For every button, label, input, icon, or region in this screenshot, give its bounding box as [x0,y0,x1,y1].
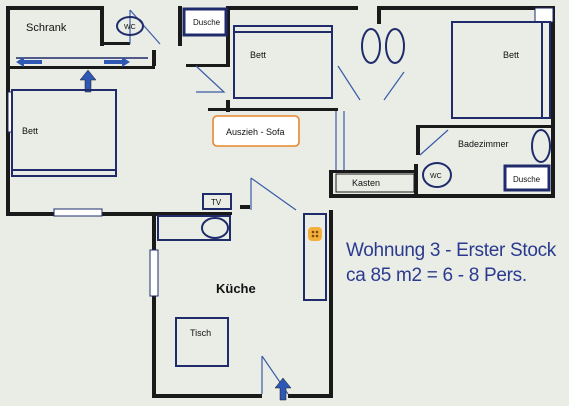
wall-top-middle [228,6,358,10]
window-bottom-left [53,208,103,217]
outer-walls [6,6,555,398]
wall-kitchen-right-upper [329,170,333,198]
wall-top-left [6,6,100,10]
schrank-label: Schrank [26,22,67,34]
wall-kasten-right [414,164,418,196]
title-line-1: Wohnung 3 - Erster Stock [346,240,556,261]
schrank-arrow-right-icon [104,57,130,67]
bed-right: Bett [451,21,551,119]
schrank-area: Schrank [16,22,148,93]
wall-kitchen-bottom-right [288,394,333,398]
bed-left: Bett [11,89,117,177]
badezimmer-label: Badezimmer [458,139,509,149]
wall-kitchen-top [152,212,232,215]
bed-middle-label: Bett [250,50,267,60]
wc-top-toilet-icon [116,16,144,36]
bathroom: Badezimmer WC Dusche [422,129,551,192]
wall-bottom-right [331,194,555,198]
stove-icon [308,227,322,241]
wall-schrank-bottom [10,66,155,69]
wall-kitchen-bottom-left [152,394,262,398]
windows [7,7,554,297]
dusche-top: Dusche [182,7,228,37]
wall-bed-middle-lower [226,100,230,112]
stove-burner-icon [311,230,315,234]
wall-wc-base [100,42,130,45]
kitchen-counter [303,213,327,301]
wall-kitchen-right [329,210,333,398]
dusche-top-box [182,7,228,37]
sofa-box[interactable] [212,115,300,147]
bed-right-headboard [541,21,551,119]
door-hall-right[interactable] [383,71,405,101]
title-line-2: ca 85 m2 = 6 - 8 Pers. [346,265,527,286]
hall-ovals [361,28,405,64]
wall-wc-left [100,6,104,46]
wall-kitchen-left [152,212,156,397]
door-hall-left[interactable] [337,65,361,101]
hall-oval-right-icon [385,28,405,64]
wall-right [551,6,555,196]
door-bed-middle[interactable] [195,65,226,93]
wall-kasten-top [331,170,417,173]
dusche-right-label: Dusche [513,175,541,184]
schrank-arrow-left-icon [16,57,42,67]
bed-right-frame [451,21,551,119]
stove-burner-icon [311,234,315,238]
kasten-label: Kasten [352,178,380,188]
bath-sink-icon [531,129,551,163]
bed-middle-headboard [233,25,333,33]
bed-right-label: Bett [503,50,520,60]
bed-left-footboard [11,169,117,177]
sofa: Auszieh - Sofa [212,115,300,147]
hall-oval-left-icon [361,28,381,64]
wall-wc-bottom [152,50,156,66]
stove-burner-icon [315,230,319,234]
kasten: Kasten [335,173,415,193]
window-kitchen [149,249,159,297]
tisch-box [175,317,229,367]
bed-middle-frame [233,25,333,99]
wall-bed-middle-step [186,64,230,67]
dusche-top-label: Dusche [193,18,221,27]
tisch-label: Tisch [190,328,211,338]
sofa-kitchen [157,215,231,241]
wall-bath-top [419,125,555,128]
bed-left-label: Bett [22,126,39,136]
wall-right-room-top [377,6,381,24]
dusche-right-box [503,164,551,192]
kasten-box [335,173,415,193]
wall-bath-left [416,125,420,155]
entrance-arrow-up-icon [274,377,292,401]
wc-top: WC [116,16,144,36]
entry-arrow-up-icon [79,69,97,93]
door-wc-swing[interactable] [129,9,161,45]
wall-bed-middle-bottom [208,108,338,111]
tv-label: TV [211,198,222,207]
kitchen: TV Küche Tisch [157,193,327,401]
inner-walls [10,6,555,215]
wc-right-toilet-icon [422,162,452,188]
wc-top-label: WC [124,24,136,31]
tv-box [202,193,232,210]
door-bath[interactable] [419,129,449,156]
bed-middle: Bett [233,25,333,99]
wc-right-label: WC [430,173,442,180]
wall-bed-middle-left [226,6,230,66]
wall-bottom-mid [240,205,250,209]
wall-top-right [379,6,554,10]
kueche-label: Küche [216,281,256,296]
window-top-right [534,7,554,23]
sofa-label: Auszieh - Sofa [226,127,285,137]
doors [129,9,449,395]
kitchen-armchair-icon [201,217,229,239]
stove-burner-icon [315,234,319,238]
wall-dusche-left [178,6,182,46]
door-kitchen[interactable] [250,177,297,211]
